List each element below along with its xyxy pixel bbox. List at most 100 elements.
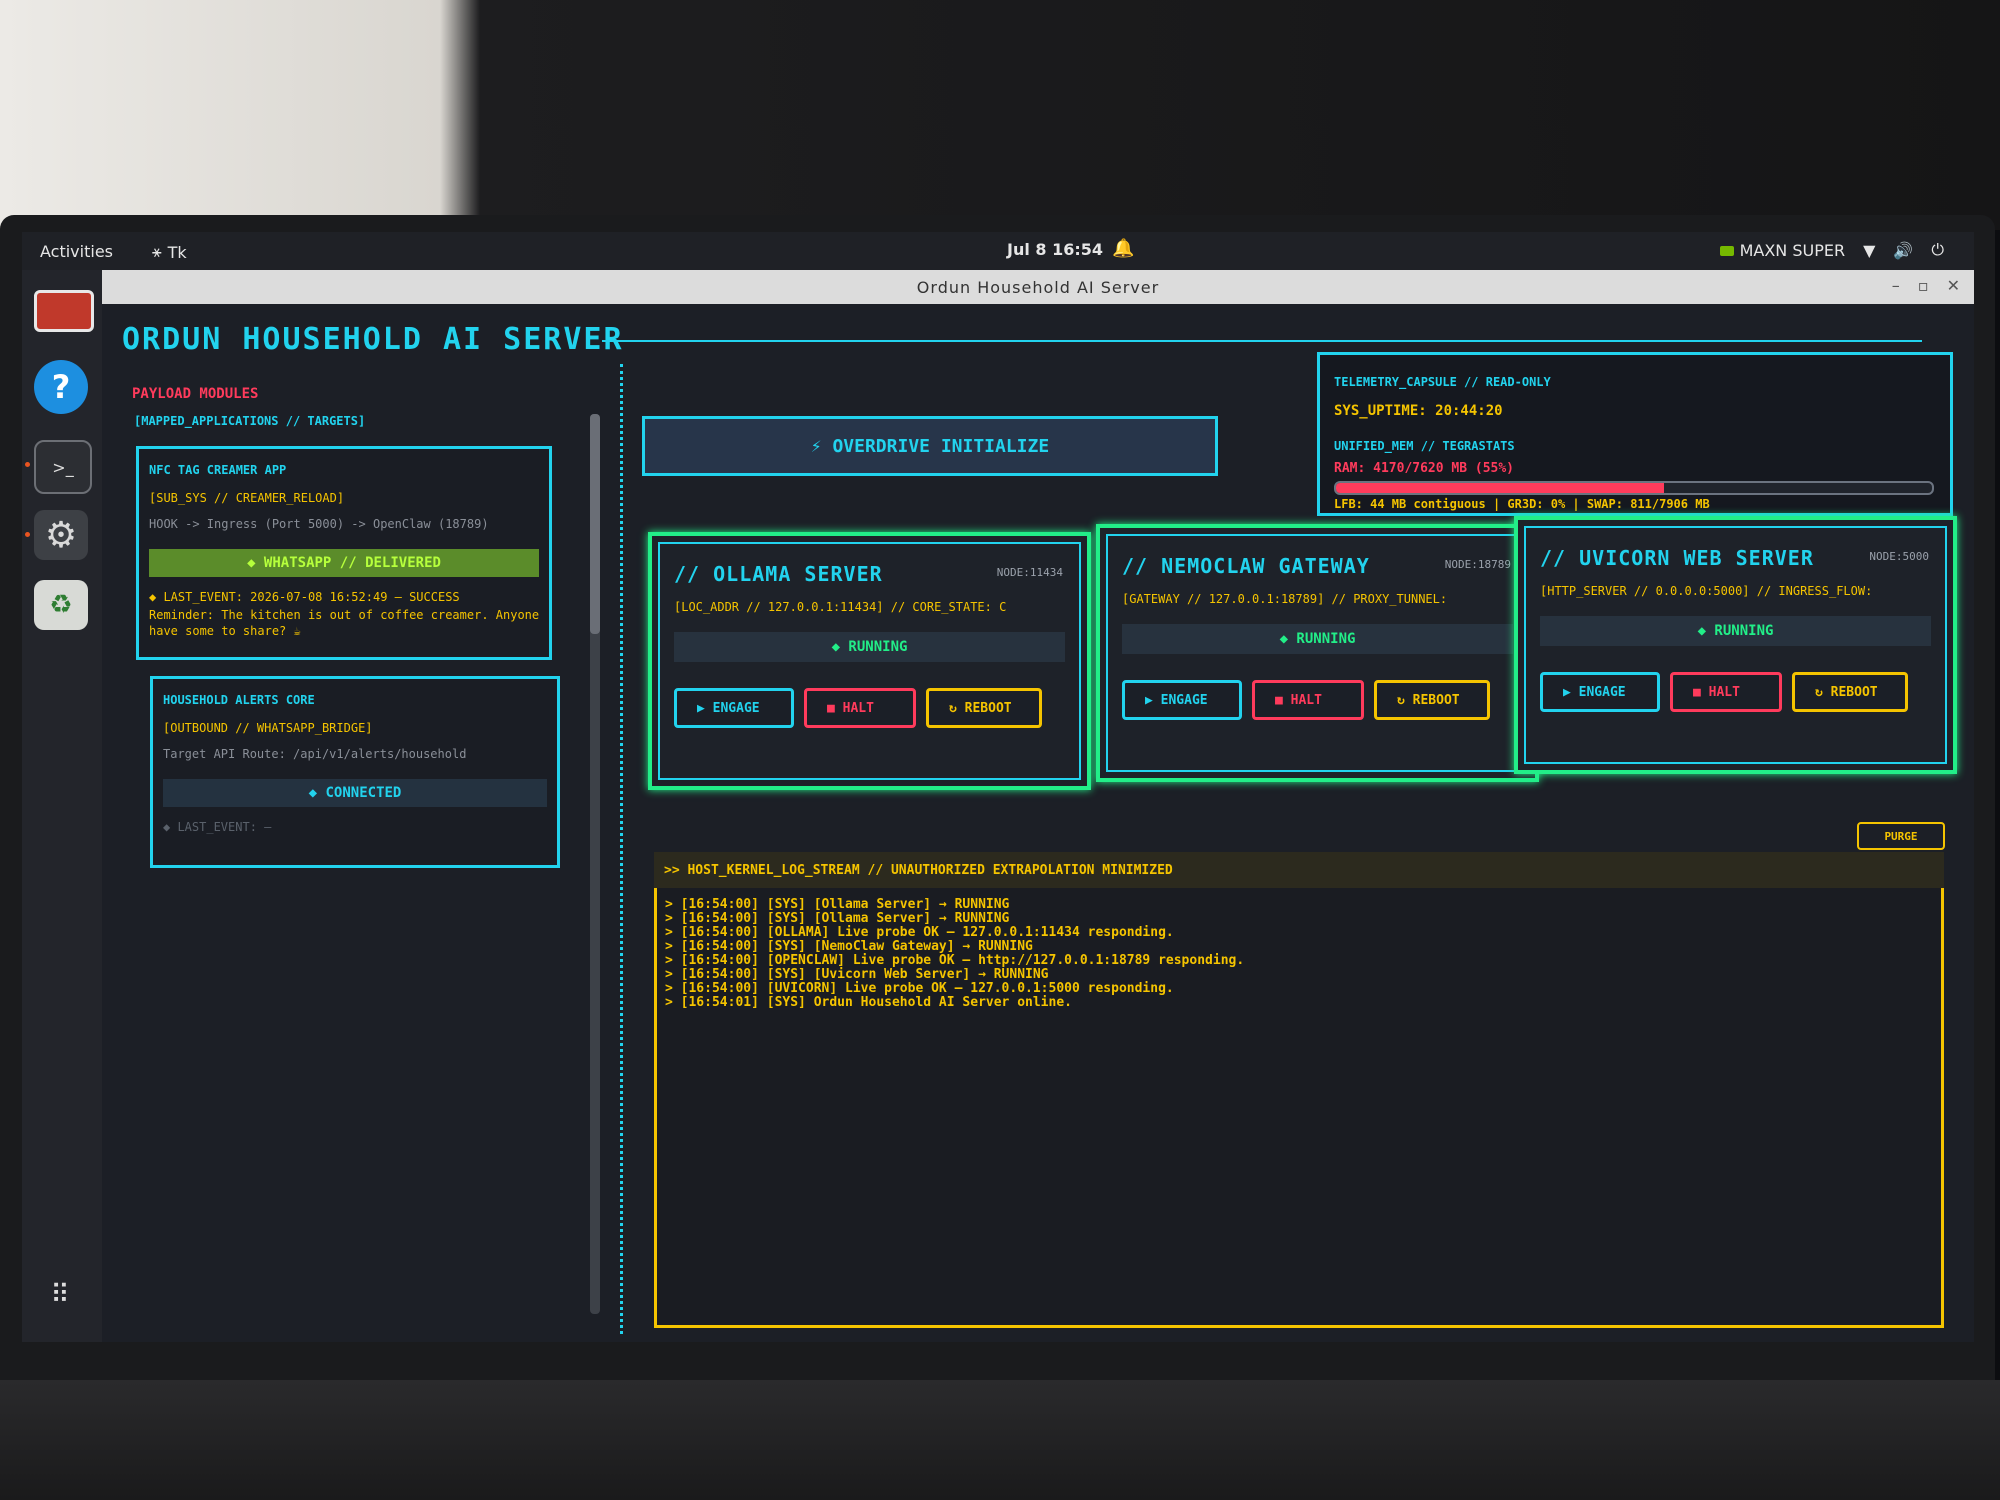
app-window: ORDUN HOUSEHOLD AI SERVER PAYLOAD MODULE… xyxy=(102,304,1974,1342)
server-controls: ▶ ENGAGE ■ HALT ↻ REBOOT xyxy=(1540,672,1908,712)
halt-button[interactable]: ■ HALT xyxy=(804,688,916,728)
log-line: > [16:54:00] [SYS] [NemoClaw Gateway] → … xyxy=(665,939,1033,954)
power-mode-label: MAXN SUPER xyxy=(1739,240,1846,260)
card-inner-border xyxy=(658,542,1081,780)
minimize-icon[interactable]: – xyxy=(1891,276,1900,295)
ram-usage: RAM: 4170/7620 MB (55%) xyxy=(1334,461,1515,476)
payload-modules-label: PAYLOAD MODULES xyxy=(132,386,259,402)
running-indicator xyxy=(25,532,30,537)
server-address: [HTTP_SERVER // 0.0.0.0:5000] // INGRESS… xyxy=(1540,584,1873,598)
ram-progress-bar xyxy=(1334,481,1934,495)
window-title: Ordun Household AI Server xyxy=(916,278,1160,297)
terminal-icon[interactable]: >_ xyxy=(34,440,92,494)
module-status-badge: ◆ WHATSAPP // DELIVERED xyxy=(149,549,539,577)
module-title: HOUSEHOLD ALERTS CORE xyxy=(163,693,315,707)
log-line: > [16:54:00] [SYS] [Uvicorn Web Server] … xyxy=(665,967,1049,982)
lfb-stats: LFB: 44 MB contiguous | GR3D: 0% | SWAP:… xyxy=(1334,497,1710,511)
page-title: ORDUN HOUSEHOLD AI SERVER xyxy=(122,322,624,357)
halt-button[interactable]: ■ HALT xyxy=(1670,672,1782,712)
files-icon[interactable] xyxy=(34,290,94,332)
reboot-button[interactable]: ↻ REBOOT xyxy=(1792,672,1908,712)
log-line: > [16:54:00] [OLLAMA] Live probe OK — 12… xyxy=(665,925,1174,940)
running-indicator xyxy=(25,462,30,467)
mapped-applications-label: [MAPPED_APPLICATIONS // TARGETS] xyxy=(134,414,366,428)
maximize-icon[interactable]: ▫ xyxy=(1917,276,1929,295)
engage-button[interactable]: ▶ ENGAGE xyxy=(1540,672,1660,712)
trash-icon[interactable]: ♻ xyxy=(34,580,88,630)
unified-mem-header: UNIFIED_MEM // TEGRASTATS xyxy=(1334,439,1515,453)
module-status-badge: ◆ CONNECTED xyxy=(163,779,547,807)
dock: ? >_ ⚙ ♻ ⠿ xyxy=(22,270,102,1342)
app-indicator-label: Tk xyxy=(167,242,187,262)
server-address: [LOC_ADDR // 127.0.0.1:11434] // CORE_ST… xyxy=(674,600,1007,614)
sys-uptime: SYS_UPTIME: 20:44:20 xyxy=(1334,403,1503,419)
module-list-scrollbar-thumb[interactable] xyxy=(590,414,600,634)
screen: Activities ⚹ Tk Jul 8 16:54 🔔 MAXN SUPER… xyxy=(22,232,1974,1342)
server-title: // NEMOCLAW GATEWAY xyxy=(1122,554,1370,578)
column-divider xyxy=(620,364,627,1334)
engage-button[interactable]: ▶ ENGAGE xyxy=(674,688,794,728)
server-controls: ▶ ENGAGE ■ HALT ↻ REBOOT xyxy=(1122,680,1490,720)
purge-button[interactable]: PURGE xyxy=(1857,822,1945,850)
module-title: NFC TAG CREAMER APP xyxy=(149,463,287,477)
server-card-ollama: // OLLAMA SERVER NODE:11434 [LOC_ADDR //… xyxy=(648,532,1091,790)
desk-surface xyxy=(0,1380,2000,1500)
module-subsystem: [SUB_SYS // CREAMER_RELOAD] xyxy=(149,491,345,505)
telemetry-header: TELEMETRY_CAPSULE // READ-ONLY xyxy=(1334,375,1551,389)
module-event-message: Reminder: The kitchen is out of coffee c… xyxy=(149,608,540,638)
show-apps-grid-icon[interactable]: ⠿ xyxy=(50,1280,72,1310)
gnome-top-bar: Activities ⚹ Tk Jul 8 16:54 🔔 MAXN SUPER… xyxy=(22,232,1974,270)
close-icon[interactable]: ✕ xyxy=(1946,276,1960,295)
volume-icon: 🔊 xyxy=(1893,240,1914,260)
server-title: // UVICORN WEB SERVER xyxy=(1540,546,1814,570)
server-card-uvicorn: // UVICORN WEB SERVER NODE:5000 [HTTP_SE… xyxy=(1514,516,1957,774)
clock[interactable]: Jul 8 16:54 xyxy=(1007,240,1104,259)
app-indicator-icon: ⚹ xyxy=(152,242,162,261)
system-tray[interactable]: MAXN SUPER ▼ 🔊 ⏻ xyxy=(1719,240,1944,260)
title-divider xyxy=(602,340,1922,342)
server-status-badge: ◆ RUNNING xyxy=(1540,616,1931,646)
reboot-button[interactable]: ↻ REBOOT xyxy=(1374,680,1490,720)
app-indicator[interactable]: ⚹ Tk xyxy=(152,242,187,262)
wifi-icon: ▼ xyxy=(1863,240,1876,260)
module-subsystem: [OUTBOUND // WHATSAPP_BRIDGE] xyxy=(163,721,373,735)
module-last-event: ◆ LAST_EVENT: 2026-07-08 16:52:49 — SUCC… xyxy=(149,590,460,604)
telemetry-capsule: TELEMETRY_CAPSULE // READ-ONLY SYS_UPTIM… xyxy=(1317,352,1953,516)
module-last-event: ◆ LAST_EVENT: — xyxy=(163,820,272,834)
power-mode-indicator[interactable]: MAXN SUPER xyxy=(1719,240,1846,260)
nvidia-icon xyxy=(1719,245,1734,256)
reboot-button[interactable]: ↻ REBOOT xyxy=(926,688,1042,728)
module-hook: Target API Route: /api/v1/alerts/househo… xyxy=(163,747,467,761)
halt-button[interactable]: ■ HALT xyxy=(1252,680,1364,720)
module-card-nfc-creamer: NFC TAG CREAMER APP [SUB_SYS // CREAMER_… xyxy=(136,446,552,660)
log-line: > [16:54:01] [SYS] Ordun Household AI Se… xyxy=(665,995,1072,1010)
log-line: > [16:54:00] [OPENCLAW] Live probe OK — … xyxy=(665,953,1245,968)
settings-gear-icon[interactable]: ⚙ xyxy=(34,510,88,560)
server-node: NODE:11434 xyxy=(996,566,1063,579)
server-node: NODE:18789 xyxy=(1444,558,1511,571)
overdrive-initialize-button[interactable]: ⚡ OVERDRIVE INITIALIZE xyxy=(642,416,1218,476)
log-line: > [16:54:00] [SYS] [Ollama Server] → RUN… xyxy=(665,911,1010,926)
log-line: > [16:54:00] [SYS] [Ollama Server] → RUN… xyxy=(665,897,1010,912)
module-list-scrollbar[interactable] xyxy=(590,414,600,1314)
server-controls: ▶ ENGAGE ■ HALT ↻ REBOOT xyxy=(674,688,1042,728)
engage-button[interactable]: ▶ ENGAGE xyxy=(1122,680,1242,720)
background-wall xyxy=(0,0,2000,230)
module-card-household-alerts: HOUSEHOLD ALERTS CORE [OUTBOUND // WHATS… xyxy=(150,676,560,868)
activities-button[interactable]: Activities xyxy=(40,242,113,261)
log-stream[interactable]: > [16:54:00] [SYS] [Ollama Server] → RUN… xyxy=(654,888,1944,1328)
server-status-badge: ◆ RUNNING xyxy=(674,632,1065,662)
log-line: > [16:54:00] [UVICORN] Live probe OK — 1… xyxy=(665,981,1174,996)
server-title: // OLLAMA SERVER xyxy=(674,562,883,586)
module-hook: HOOK -> Ingress (Port 5000) -> OpenClaw … xyxy=(149,517,489,531)
server-node: NODE:5000 xyxy=(1869,550,1929,563)
server-address: [GATEWAY // 127.0.0.1:18789] // PROXY_TU… xyxy=(1122,592,1448,606)
window-controls: – ▫ ✕ xyxy=(1892,276,1960,295)
window-titlebar[interactable]: Ordun Household AI Server – ▫ ✕ xyxy=(102,270,1974,304)
help-icon[interactable]: ? xyxy=(34,360,88,414)
server-status-badge: ◆ RUNNING xyxy=(1122,624,1513,654)
card-inner-border xyxy=(1524,526,1947,764)
ram-progress-fill xyxy=(1336,483,1664,493)
notification-bell-icon: 🔔 xyxy=(1112,238,1135,259)
server-card-nemoclaw: // NEMOCLAW GATEWAY NODE:18789 [GATEWAY … xyxy=(1096,524,1539,782)
